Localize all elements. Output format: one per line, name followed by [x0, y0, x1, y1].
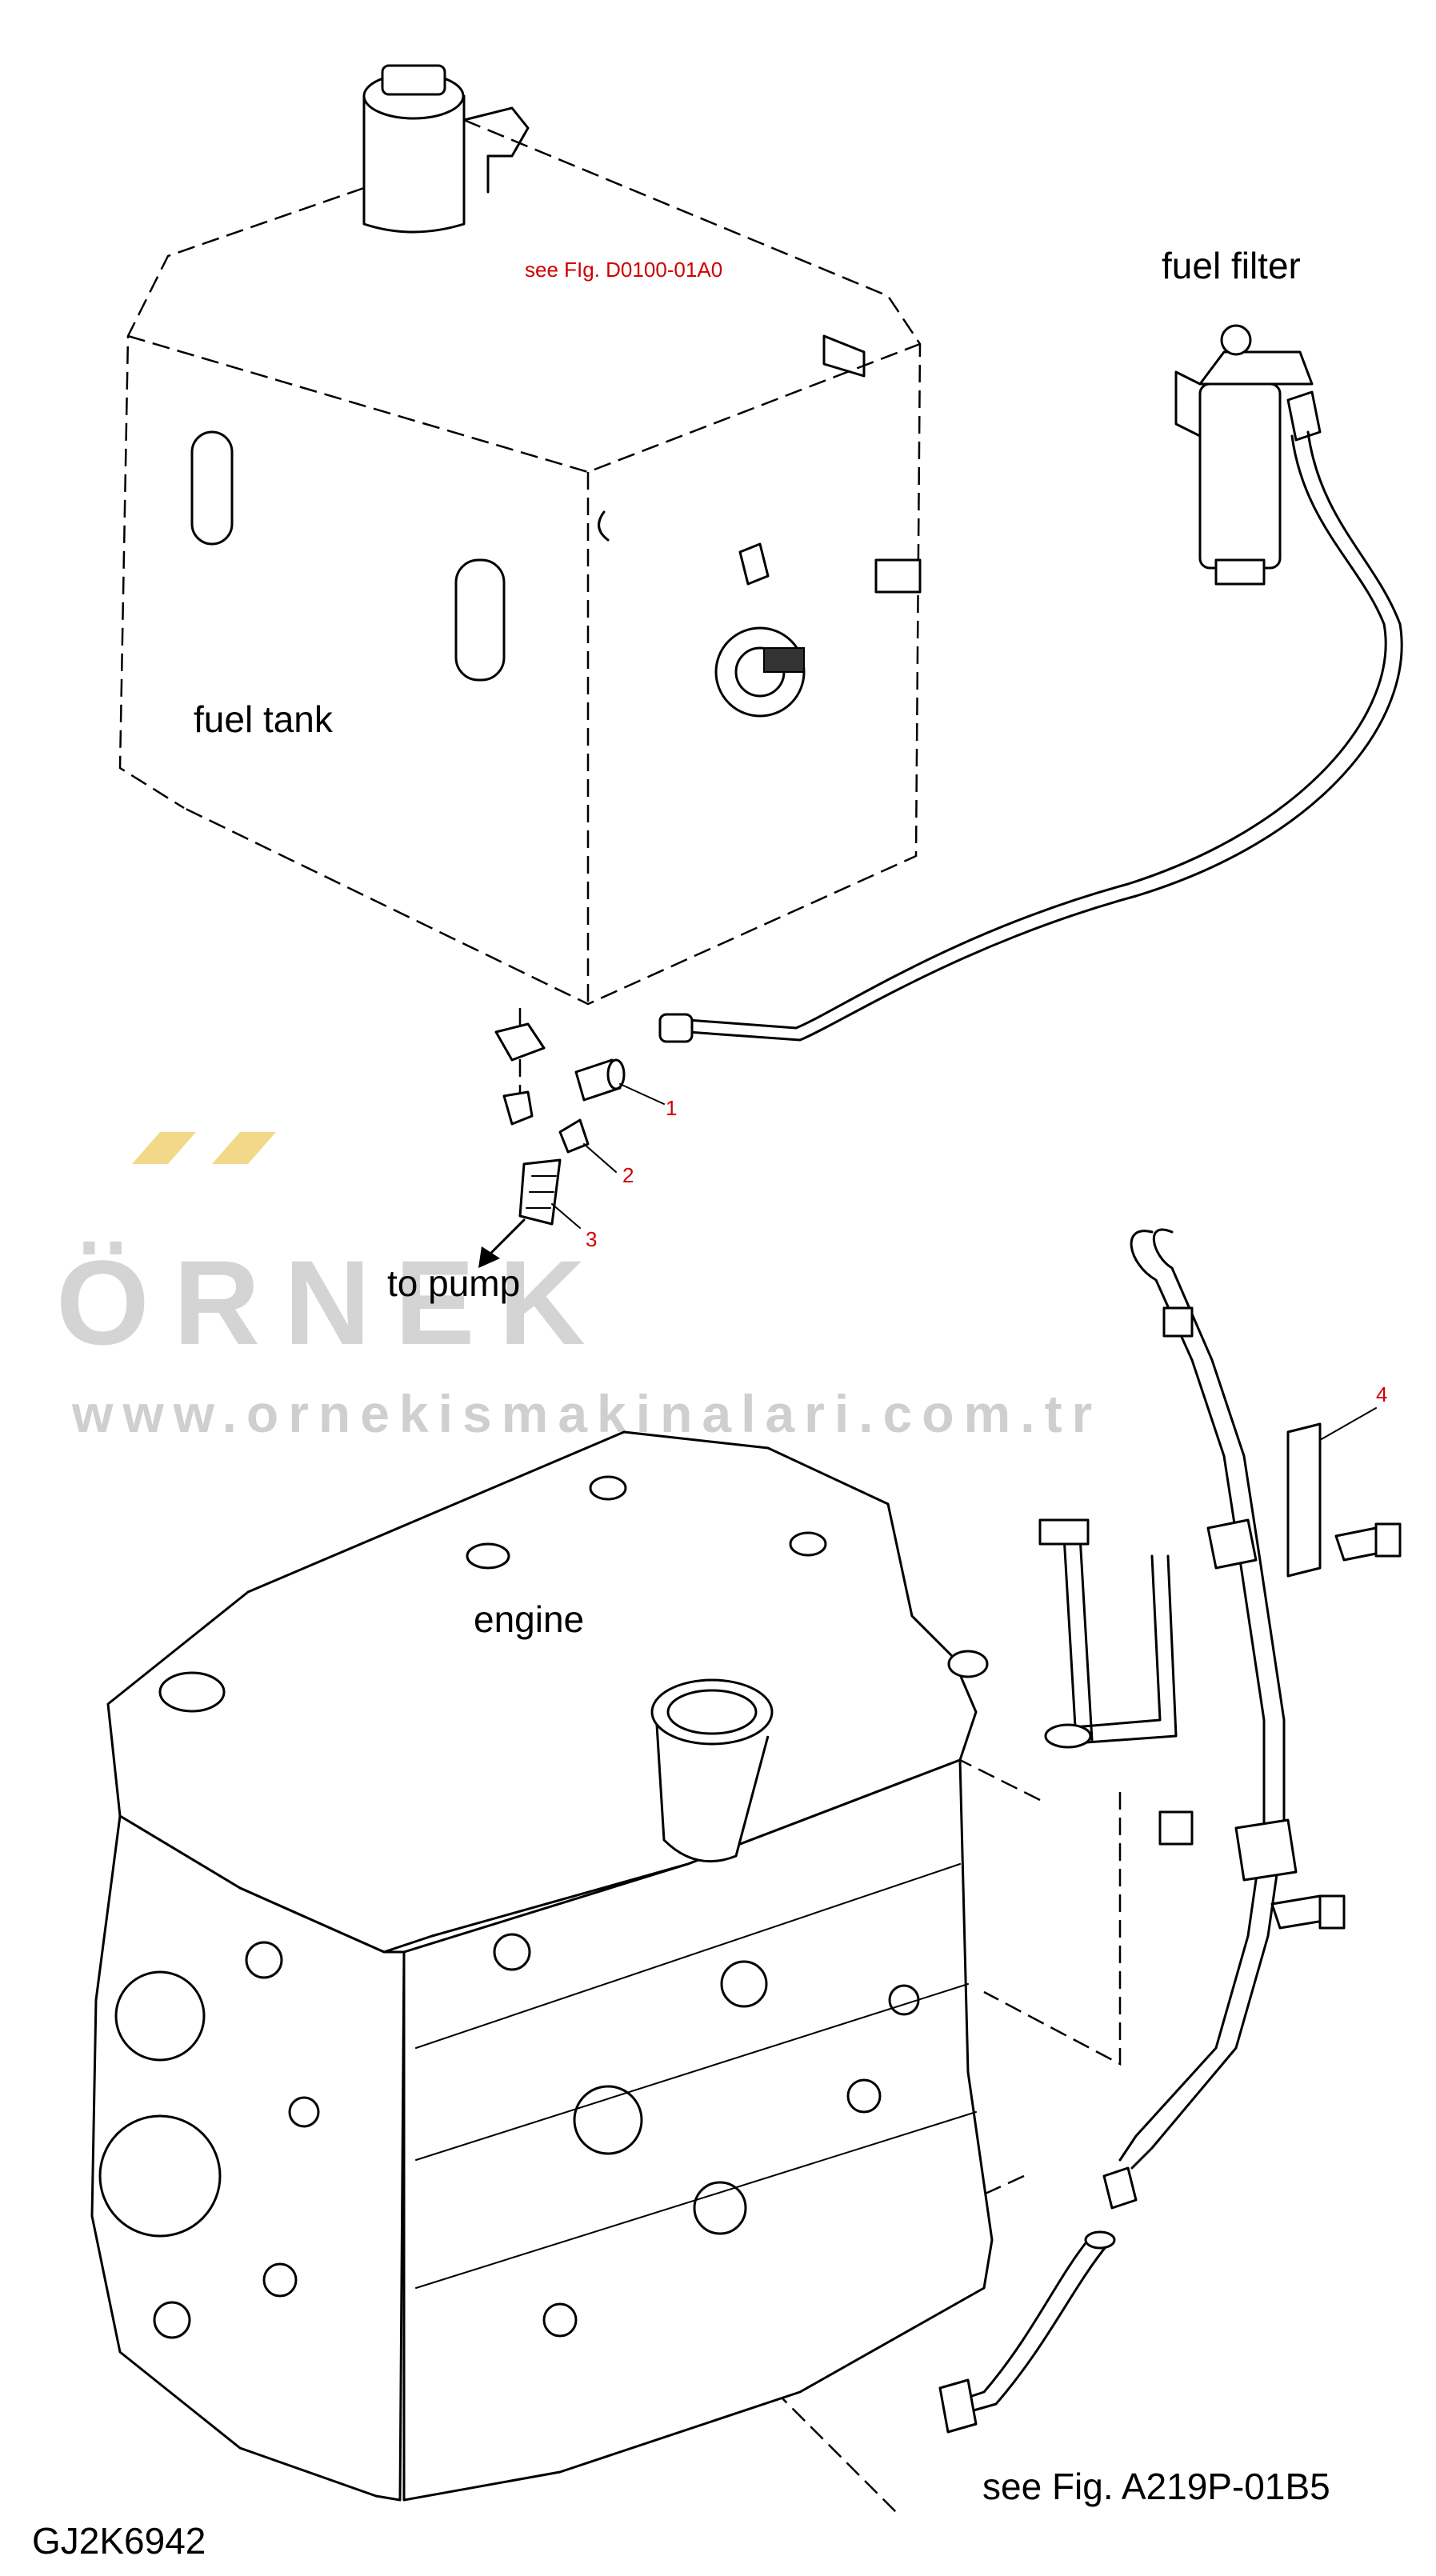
front-hole-4	[153, 2301, 191, 2339]
deck-bore-front	[158, 1671, 226, 1713]
tank-block	[874, 558, 922, 594]
side-boss-2	[720, 1960, 768, 2008]
filter-body	[1198, 382, 1282, 570]
part-4-bracket	[1286, 1422, 1322, 1578]
watermark-url: www.ornekismakinalari.com.tr	[71, 1384, 1102, 1443]
spacer	[1158, 1810, 1194, 1846]
label-drawing-id: GJ2K6942	[32, 2520, 206, 2562]
callout-4: 4	[1376, 1382, 1387, 1406]
leader-4	[1319, 1407, 1377, 1441]
filter-head	[1174, 370, 1202, 438]
tank-mount-slot-2	[454, 558, 506, 682]
filler-bracket	[462, 106, 530, 194]
deck-hole-3	[789, 1531, 827, 1557]
fuel-filter	[1174, 324, 1322, 586]
label-to-pump: to pump	[387, 1262, 520, 1304]
dipstick-assembly	[938, 1228, 1402, 2434]
label-see-fig-bottom: see Fig. A219P-01B5	[982, 2466, 1330, 2507]
label-engine: engine	[474, 1598, 584, 1640]
front-bore-upper	[114, 1970, 206, 2062]
lower-tube-outer	[958, 2238, 1090, 2402]
support-stay-inner	[1062, 1554, 1178, 1746]
deck-hole-1	[589, 1475, 627, 1501]
dipstick-tube-outer	[1118, 1230, 1266, 2162]
fuel-line-inner	[686, 434, 1387, 1030]
engine-leader-4	[979, 2174, 1025, 2198]
side-boss-4	[693, 2181, 747, 2235]
watermark-brand: ÖRNEK	[56, 1235, 610, 1370]
leader-3	[551, 1203, 581, 1229]
clamp-bolt-head	[1318, 1894, 1346, 1930]
filter-fitting	[1220, 324, 1252, 356]
bracket-bolt-head	[1374, 1522, 1402, 1558]
fuel-sender-connector	[763, 647, 805, 673]
label-see-fig-tank: see FIg. D0100-01A0	[525, 258, 722, 282]
watermark: ÖRNEK www.ornekismakinalari.com.tr	[56, 1132, 1102, 1443]
tube-clamp-lower	[1234, 1818, 1298, 1882]
part-1-end	[606, 1058, 626, 1090]
leader-2	[583, 1143, 617, 1173]
callout-3: 3	[586, 1227, 597, 1251]
to-pump-arrow-shaft	[486, 1218, 526, 1258]
watermark-accent-right	[212, 1132, 276, 1164]
tank-tab	[738, 542, 770, 586]
filter-top	[1198, 350, 1314, 386]
label-fuel-filter: fuel filter	[1162, 245, 1301, 286]
engine-leader-1	[959, 1758, 1041, 1802]
lower-tube-fitting	[938, 2378, 978, 2434]
dipstick-grommet	[1162, 1306, 1194, 1338]
side-boss-1	[493, 1933, 531, 1971]
lower-tube-cap	[1084, 2230, 1116, 2250]
watermark-accent-left	[132, 1132, 196, 1164]
fuel-line-fitting	[658, 1013, 694, 1043]
tube-clamp-upper	[1206, 1518, 1258, 1570]
side-boss-6	[888, 1984, 920, 2016]
deck-hole-2	[466, 1542, 510, 1570]
filter-drain	[1214, 558, 1266, 586]
part-3-ribs	[526, 1175, 557, 1209]
side-ribs	[415, 1863, 977, 2289]
side-boss-7	[542, 2302, 578, 2338]
part-2-fitting	[558, 1118, 590, 1154]
front-hole-1	[245, 1941, 283, 1979]
outlet-clamp	[494, 1022, 546, 1062]
tank-bracket	[822, 334, 866, 378]
outlet-elbow	[502, 1090, 534, 1126]
filter-outlet	[1286, 390, 1322, 442]
tank-top-edge	[127, 334, 921, 474]
callout-1: 1	[666, 1096, 677, 1120]
to-pump-arrow-head	[478, 1246, 500, 1268]
filler-neck	[362, 94, 466, 234]
side-boss-3	[573, 2085, 643, 2155]
fuel-line-outer	[686, 430, 1403, 1042]
leader-1	[619, 1083, 665, 1105]
stay-washer	[1044, 1723, 1092, 1749]
side-boss-5	[846, 2078, 882, 2114]
front-bore-lower	[98, 2114, 222, 2238]
thermostat-housing	[654, 1711, 770, 1863]
tube-lower-end	[1102, 2166, 1138, 2210]
front-hole-3	[262, 2262, 298, 2298]
engine-block	[90, 1430, 994, 2502]
tank-hook	[598, 510, 610, 542]
engine-leader-2	[983, 1792, 1122, 2066]
tank-outline-right	[183, 118, 922, 1006]
callout-2: 2	[622, 1163, 634, 1187]
filler-cap	[381, 64, 446, 96]
fuel-tank	[118, 64, 922, 1006]
tank-outlet	[478, 1008, 665, 1268]
lower-tube-inner	[966, 2242, 1110, 2414]
label-fuel-tank: fuel tank	[194, 698, 334, 740]
deck-hole-4	[947, 1650, 989, 1678]
thermostat-outlet-inner	[666, 1689, 758, 1735]
long-bolt	[1062, 1534, 1094, 1742]
support-stay	[1062, 1554, 1162, 1730]
front-hole-2	[288, 2096, 320, 2128]
tank-mount-slot-1	[190, 430, 234, 546]
long-bolt-head	[1038, 1518, 1090, 1546]
